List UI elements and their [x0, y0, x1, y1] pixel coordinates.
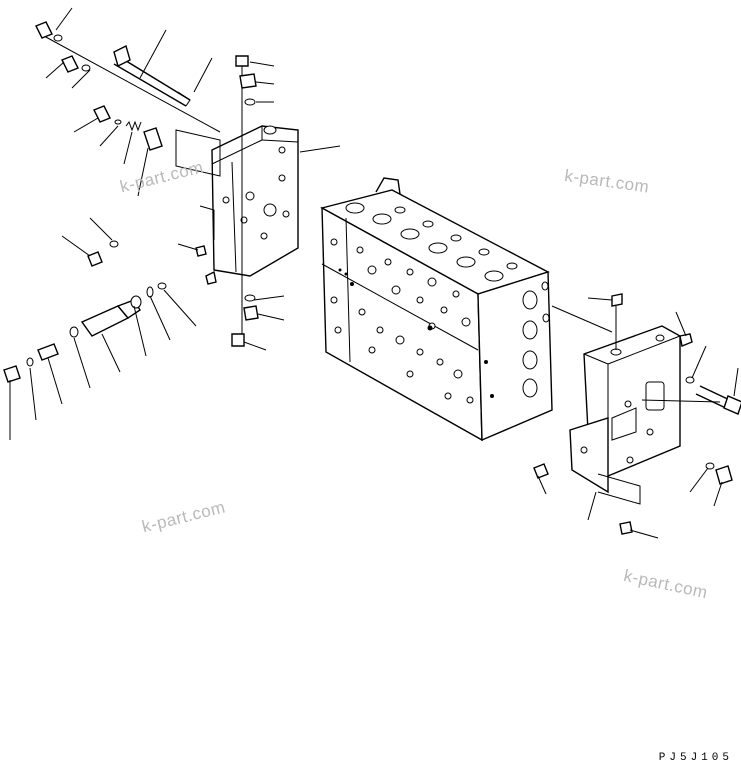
leader-lines	[9, 7, 739, 539]
tie-bolt-left	[43, 35, 221, 133]
left-valve-section	[175, 125, 299, 277]
main-valve-block	[320, 177, 553, 442]
right-small-parts	[533, 293, 733, 535]
right-valve-section	[569, 325, 681, 505]
tie-bolt-right	[695, 385, 741, 415]
drawing-code: PJ5J105	[658, 752, 733, 764]
